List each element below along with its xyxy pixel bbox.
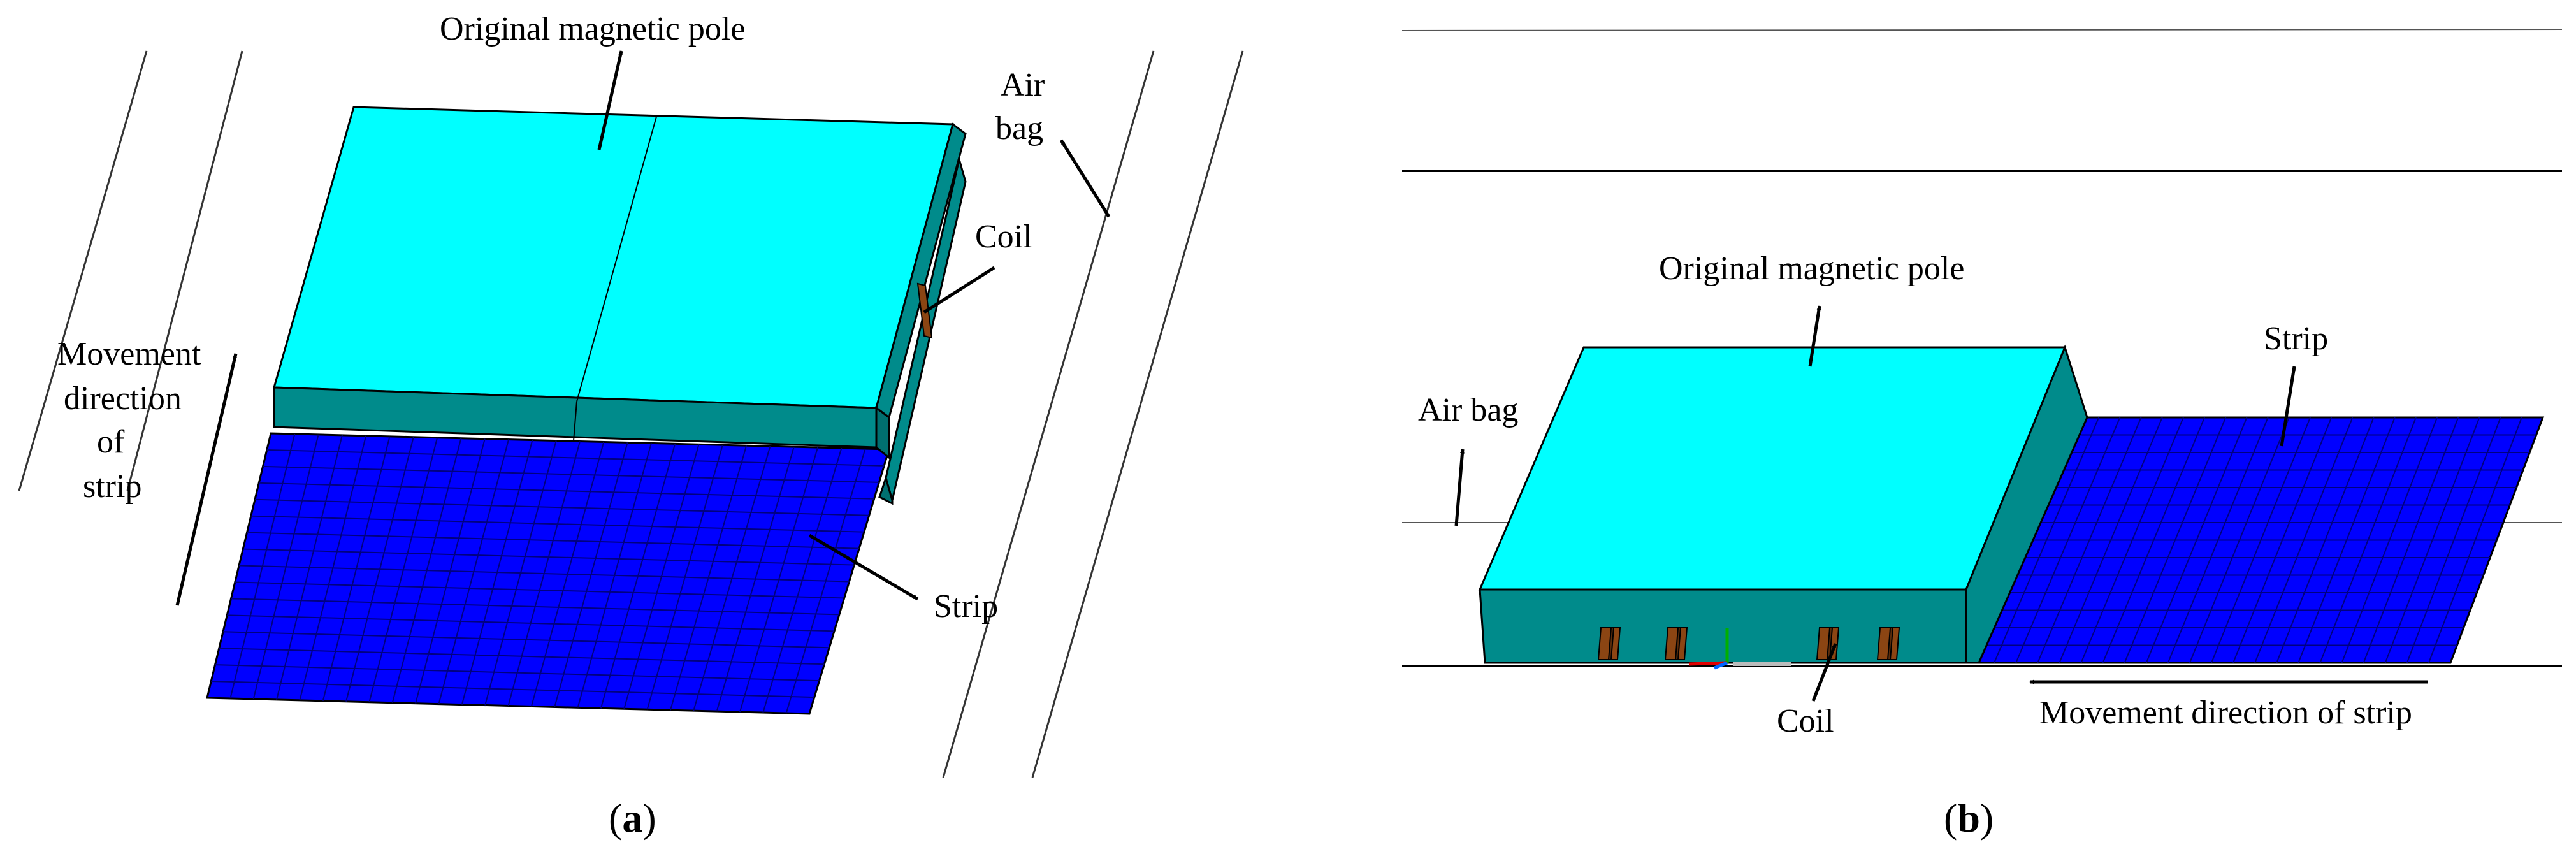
magnetic-pole-b <box>1478 344 2088 664</box>
pole-top-a <box>273 106 954 409</box>
mesh-line <box>219 648 825 665</box>
pole-top-b <box>1478 346 2067 591</box>
strip-mesh-b <box>1979 417 2536 663</box>
mesh-line <box>263 465 879 483</box>
pole-right-front-a <box>875 406 890 460</box>
strip-label-b: Strip <box>2264 321 2328 357</box>
air-bag-label-b: Air bag <box>1418 392 1518 428</box>
mesh-line <box>222 631 830 649</box>
panel-a-caption: (a) <box>609 795 656 841</box>
arrows-a <box>175 50 1111 606</box>
movement-label-a-4: strip <box>83 468 141 505</box>
air-bag-label-a: Air <box>1001 67 1045 103</box>
air-bag-label-a-2: bag <box>995 110 1043 147</box>
mesh-line <box>266 449 885 467</box>
mesh-line <box>250 515 864 533</box>
mesh-line <box>227 614 835 632</box>
arrows-b <box>1454 305 2428 702</box>
strip-label-a: Strip <box>934 588 998 625</box>
strip-mesh-a <box>211 433 885 714</box>
panel-a: Original magnetic pole Air bag Coil Move… <box>18 11 1244 841</box>
movement-label-a-1: Movement <box>57 336 201 372</box>
movement-label-a-2: direction <box>64 380 182 417</box>
mesh-line <box>238 565 850 583</box>
panel-b-caption: (b) <box>1944 795 1994 841</box>
air-bag-boundaries-a <box>18 50 1244 778</box>
movement-label-a-3: of <box>97 424 125 460</box>
mesh-line <box>243 548 855 566</box>
panel-b: Original magnetic pole Strip Air bag Coi… <box>1401 29 2563 841</box>
pole-right-b <box>1965 344 2088 664</box>
mesh-line <box>247 532 860 549</box>
mesh-line <box>231 598 839 616</box>
coil-label-a: Coil <box>975 219 1032 255</box>
movement-label-b: Movement direction of strip <box>2039 695 2412 731</box>
mesh-line <box>211 681 814 698</box>
pole-label-a: Original magnetic pole <box>440 11 745 47</box>
pole-label-b: Original magnetic pole <box>1659 250 1964 287</box>
coil-label-b: Coil <box>1777 703 1834 739</box>
mesh-line <box>254 498 869 516</box>
axis-triad-b <box>1688 628 1791 670</box>
mesh-line <box>235 581 844 599</box>
coils-b <box>1597 627 1900 660</box>
mesh-line <box>215 664 820 682</box>
mesh-line <box>259 482 874 500</box>
